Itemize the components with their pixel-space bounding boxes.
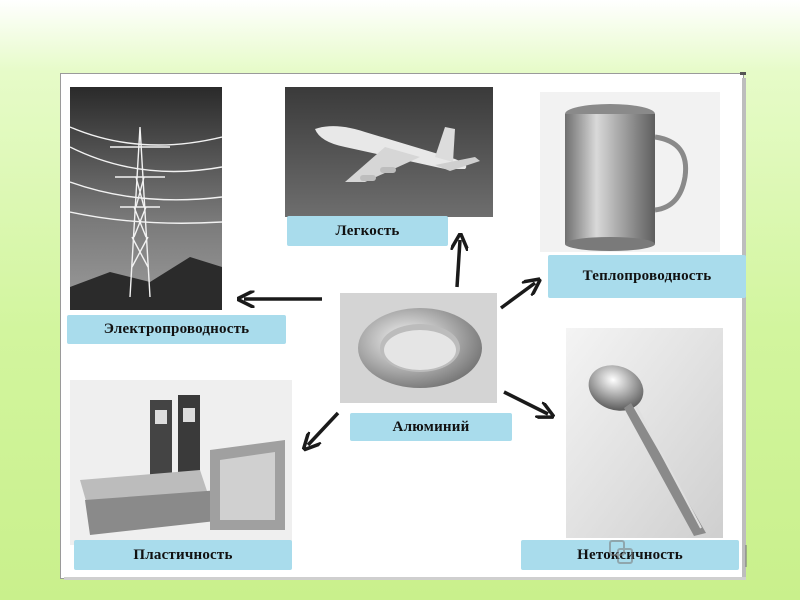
aluminum-mug-photo (540, 92, 720, 252)
airplane-photo (285, 87, 493, 217)
corner-mark (740, 72, 746, 75)
spoon-photo (566, 328, 723, 538)
label-thermal: Теплопроводность (548, 255, 746, 298)
frame-shadow-bottom (64, 577, 746, 580)
label-conductivity: Электропроводность (67, 315, 286, 344)
label-center: Алюминий (350, 413, 512, 441)
aluminum-profiles-photo (70, 380, 292, 545)
label-plasticity: Пластичность (74, 540, 292, 570)
power-line-tower-photo (70, 87, 222, 310)
label-nontoxicity: Нетоксичность (521, 540, 739, 570)
watermark-logo (606, 535, 766, 575)
aluminum-ring-photo (340, 293, 497, 403)
label-lightness: Легкость (287, 216, 448, 246)
frame-shadow (742, 78, 746, 578)
